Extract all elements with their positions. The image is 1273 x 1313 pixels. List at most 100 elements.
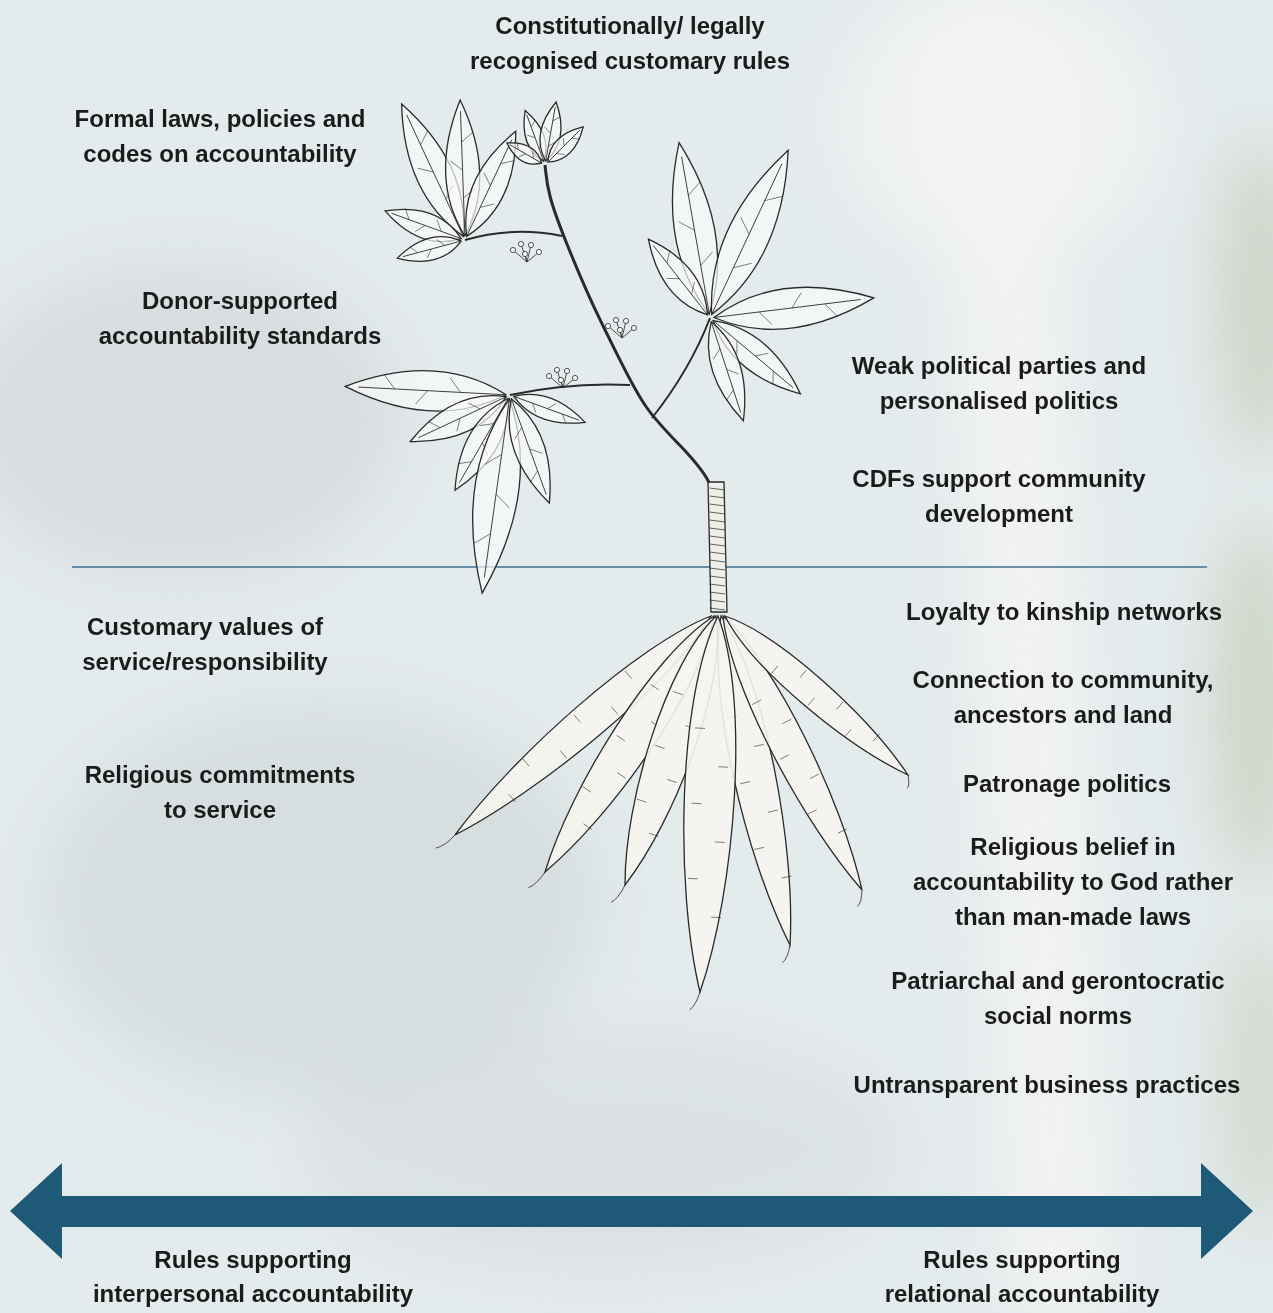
tuber (725, 616, 908, 775)
tuber-texture (583, 824, 591, 830)
text-line: Rules supporting (885, 1243, 1160, 1277)
tuber-texture (754, 847, 764, 849)
text-line: Untransparent business practices (854, 1067, 1241, 1102)
stem-ring (710, 536, 726, 538)
leaf-vein (727, 369, 739, 373)
leaf-midrib (514, 396, 579, 420)
tuber-texture (768, 810, 778, 812)
stem-ring (710, 544, 726, 546)
stem-ring (710, 584, 726, 586)
text-line: Loyalty to kinship networks (906, 594, 1222, 629)
leaf-midrib (653, 246, 707, 315)
leaf-vein (667, 278, 680, 279)
tuber-texture (772, 666, 779, 674)
text-line: recognised customary rules (470, 43, 790, 78)
flower-cluster (546, 367, 577, 388)
leaf-vein (792, 293, 801, 308)
leaf-vein (701, 252, 713, 265)
stem-ring (710, 552, 726, 554)
text-line: Connection to community, (913, 662, 1214, 697)
tuber-texture (810, 774, 819, 779)
tuber-texture (718, 766, 728, 767)
tuber-texture (754, 744, 764, 746)
leaf-vein (458, 462, 471, 464)
leaf-vein (485, 454, 502, 464)
tuber-texture (509, 794, 516, 802)
text-line: Customary values of (82, 609, 327, 644)
leaf-vein (527, 135, 535, 138)
label-text: Customary values of service/responsibili… (82, 609, 327, 679)
leaflet (466, 131, 516, 236)
tuber-texture (691, 803, 701, 804)
petiole (652, 318, 710, 418)
tuber-texture (845, 729, 852, 737)
tuber-texture (611, 707, 618, 715)
leaf-vein (563, 138, 565, 146)
petiole (510, 384, 630, 395)
leaf-vein (572, 138, 580, 140)
leaf-vein (736, 341, 737, 354)
label-text: Patronage politics (963, 766, 1171, 801)
leaf-vein (531, 120, 535, 127)
leaf-vein (384, 374, 394, 389)
leaf-vein (517, 143, 518, 150)
label-text: Formal laws, policies and codes on accou… (75, 101, 366, 171)
rootlet (611, 885, 625, 902)
leaf-vein (496, 494, 510, 508)
leaf-vein (410, 247, 418, 253)
tuber-texture (574, 715, 581, 723)
label-text: Untransparent business practices (854, 1067, 1241, 1102)
stem-ring (710, 504, 726, 506)
rootlet (907, 775, 909, 788)
leaf-vein (427, 249, 431, 258)
tuber-texture (637, 799, 646, 802)
text-line: Donor-supported (99, 283, 382, 318)
leaf-vein (692, 282, 695, 294)
cassava-plant (345, 100, 909, 1010)
leaf-vein (531, 471, 538, 482)
leaf-vein (563, 414, 566, 423)
leaf-midrib (484, 399, 509, 577)
tuber-texture (808, 698, 815, 706)
text-line: Rules supporting (93, 1243, 413, 1277)
flower-cluster (605, 317, 636, 338)
label-text: Rules supporting interpersonal accountab… (93, 1243, 413, 1311)
tuber-texture (740, 782, 750, 784)
tuber-texture (617, 773, 625, 779)
leaf-vein (519, 154, 526, 157)
tuber-texture (782, 719, 791, 724)
leaf-vein (548, 404, 556, 409)
leaf-vein (457, 418, 460, 431)
leaf-vein (545, 127, 551, 134)
rootlet (436, 835, 455, 848)
text-line: to service (85, 792, 356, 827)
leaf-midrib (403, 241, 461, 257)
text-line: Religious belief in (913, 829, 1233, 864)
leaf-midrib (358, 387, 506, 395)
leaf-midrib (548, 130, 580, 162)
text-line: Patronage politics (963, 766, 1171, 801)
tuber-texture (655, 745, 664, 748)
leaf (345, 371, 585, 593)
label-text: Patriarchal and gerontocratic social nor… (891, 963, 1224, 1033)
leaf-vein (825, 304, 838, 317)
leaf-midrib (510, 145, 542, 163)
stem-ring (710, 568, 726, 570)
leaf-vein (772, 371, 773, 384)
rootlet (782, 945, 790, 963)
label-text: Donor-supported accountability standards (99, 283, 382, 353)
leaf-vein (759, 312, 772, 325)
leaf-vein (437, 220, 441, 231)
text-line: Weak political parties and (852, 348, 1146, 383)
stem-ring (710, 520, 726, 522)
label-text: Connection to community, ancestors and l… (913, 662, 1214, 732)
leaf-vein (713, 349, 720, 359)
text-line: service/responsibility (82, 644, 327, 679)
leaf-vein (428, 422, 440, 428)
leaf-midrib (392, 213, 462, 238)
tuber-texture (617, 735, 625, 741)
rootlet (689, 992, 700, 1010)
leaf-vein (450, 161, 462, 170)
label-text: Religious commitments to service (85, 757, 356, 827)
